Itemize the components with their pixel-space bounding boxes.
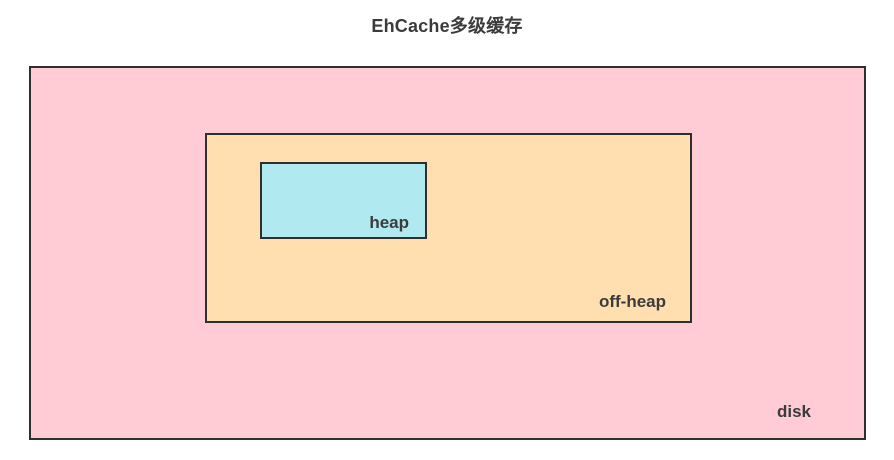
layer-disk-label: disk: [776, 401, 811, 421]
diagram-title: EhCache多级缓存: [371, 16, 523, 36]
layer-off-heap: off-heap heap: [205, 133, 692, 323]
layer-heap: heap: [260, 162, 427, 239]
layer-off-heap-label: off-heap: [598, 291, 666, 311]
layer-disk: disk off-heap heap: [29, 66, 866, 440]
layer-heap-label: heap: [369, 212, 409, 232]
